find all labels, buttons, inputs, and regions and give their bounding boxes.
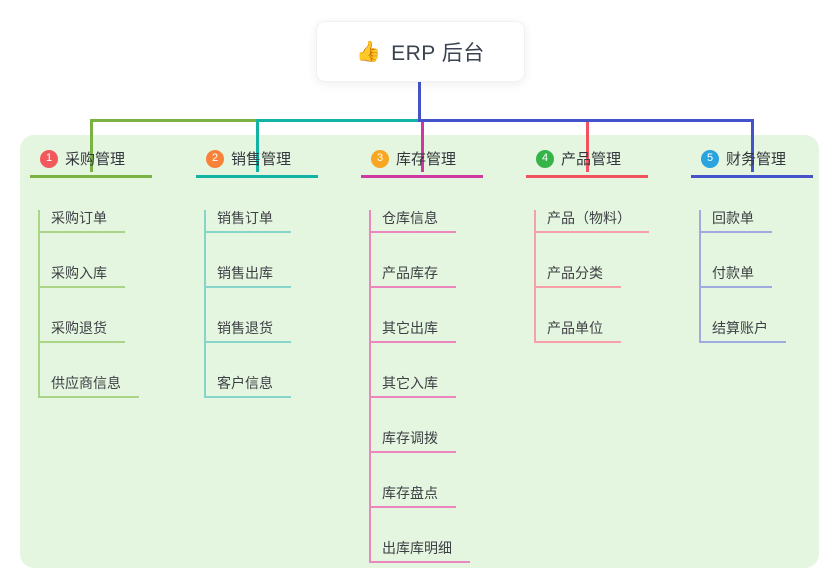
mindmap-item-node[interactable]: 产品（物料） [536, 210, 649, 233]
branch-drop-line [586, 119, 589, 172]
branch-title-label: 销售管理 [231, 151, 292, 168]
branch-items: 采购订单采购入库采购退货供应商信息 [38, 210, 152, 398]
branch-title-node[interactable]: 2 销售管理 [196, 148, 318, 178]
branch-3: 3 库存管理仓库信息产品库存其它出库其它入库库存调拨库存盘点出库库明细 [361, 148, 483, 563]
mindmap-item-node[interactable]: 采购入库 [40, 265, 125, 288]
branch-items: 仓库信息产品库存其它出库其它入库库存调拨库存盘点出库库明细 [369, 210, 483, 563]
mindmap-panel [20, 135, 819, 568]
mindmap-item-node[interactable]: 付款单 [701, 265, 772, 288]
branch-drop-line [751, 119, 754, 172]
branch-4: 4 产品管理产品（物料） 产品分类产品单位 [526, 148, 649, 343]
mindmap-item-node[interactable]: 产品库存 [371, 265, 456, 288]
connector-bus-segment [90, 119, 256, 122]
branch-number-badge: 3 [371, 149, 389, 168]
branch-title-node[interactable]: 1 采购管理 [30, 148, 152, 178]
branch-drop-line [421, 119, 424, 172]
branch-2: 2 销售管理销售订单销售出库销售退货客户信息 [196, 148, 318, 398]
branch-title-label: 采购管理 [65, 151, 126, 168]
branch-1: 1 采购管理采购订单采购入库采购退货供应商信息 [30, 148, 152, 398]
mindmap-item-node[interactable]: 采购退货 [40, 320, 125, 343]
branch-drop-line [256, 119, 259, 172]
branch-title-node[interactable]: 4 产品管理 [526, 148, 648, 178]
branch-items: 销售订单销售出库销售退货客户信息 [204, 210, 318, 398]
mindmap-item-node[interactable]: 销售出库 [206, 265, 291, 288]
branch-title-label: 产品管理 [561, 151, 622, 168]
mindmap-item-node[interactable]: 回款单 [701, 210, 772, 233]
branch-title-label: 财务管理 [726, 151, 787, 168]
branch-number-badge: 2 [206, 149, 224, 168]
mindmap-item-node[interactable]: 其它入库 [371, 375, 456, 398]
root-node-label: ERP 后台 [391, 41, 485, 65]
connector-bus-segment [256, 119, 421, 122]
mindmap-item-node[interactable]: 采购订单 [40, 210, 125, 233]
mindmap-item-node[interactable]: 库存盘点 [371, 485, 456, 508]
branch-5: 5 财务管理回款单付款单结算账户 [691, 148, 813, 343]
branch-title-node[interactable]: 3 库存管理 [361, 148, 483, 178]
mindmap-item-node[interactable]: 出库库明细 [371, 540, 470, 563]
mindmap-item-node[interactable]: 客户信息 [206, 375, 291, 398]
mindmap-item-node[interactable]: 产品单位 [536, 320, 621, 343]
branch-number-badge: 4 [536, 149, 554, 168]
thumbs-up-icon: 👍 [356, 40, 382, 63]
branch-number-badge: 5 [701, 149, 719, 168]
branch-title-label: 库存管理 [396, 151, 457, 168]
mindmap-item-node[interactable]: 销售退货 [206, 320, 291, 343]
mindmap-item-node[interactable]: 仓库信息 [371, 210, 456, 233]
branch-drop-line [90, 119, 93, 172]
branch-items: 回款单付款单结算账户 [699, 210, 813, 343]
branch-title-node[interactable]: 5 财务管理 [691, 148, 813, 178]
mindmap-item-node[interactable]: 其它出库 [371, 320, 456, 343]
root-stem-line [418, 80, 421, 122]
mindmap-item-node[interactable]: 库存调拨 [371, 430, 456, 453]
mindmap-item-node[interactable]: 销售订单 [206, 210, 291, 233]
mindmap-item-node[interactable]: 结算账户 [701, 320, 786, 343]
branch-number-badge: 1 [40, 149, 58, 168]
connector-bus-segment [421, 119, 753, 122]
mindmap-item-node[interactable]: 产品分类 [536, 265, 621, 288]
root-node-erp[interactable]: 👍 ERP 后台 [316, 21, 525, 82]
branch-items: 产品（物料） 产品分类产品单位 [534, 210, 649, 343]
mindmap-item-node[interactable]: 供应商信息 [40, 375, 139, 398]
